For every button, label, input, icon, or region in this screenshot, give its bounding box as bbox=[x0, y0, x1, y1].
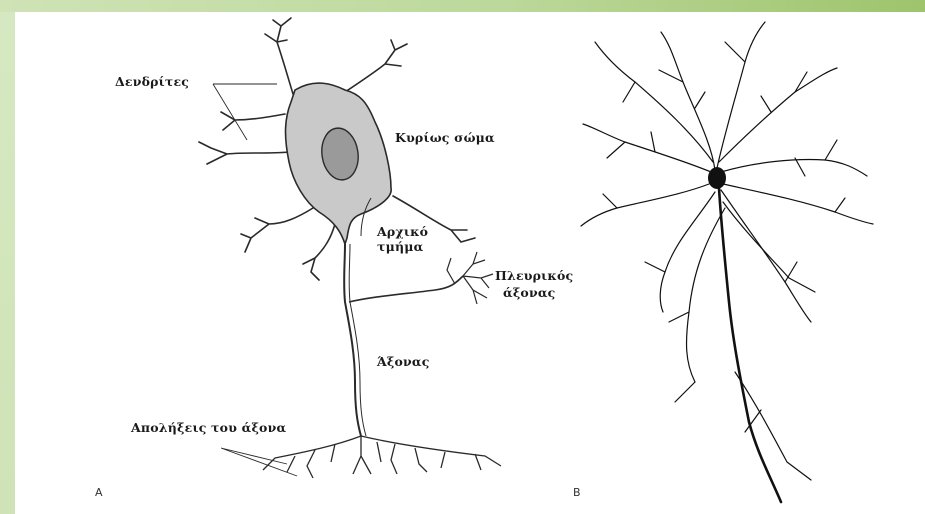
collateral-terminals bbox=[447, 252, 493, 304]
label-axon-terminals: Απολήξεις του άξονα bbox=[131, 420, 286, 435]
basal-dendrite-1 bbox=[581, 184, 709, 226]
label-cell-body: Κυρίως σώμα bbox=[395, 130, 495, 145]
label-collateral-line1: Πλευρικός bbox=[495, 268, 573, 283]
terminal-mid bbox=[353, 436, 381, 474]
terminal-main-right bbox=[361, 436, 501, 474]
basal-dendrite-2 bbox=[723, 184, 873, 224]
dendrite-left-lower bbox=[241, 208, 313, 252]
apical-dendrite-6 bbox=[721, 160, 867, 177]
terminal-main-left bbox=[263, 436, 361, 478]
apical-dendrite-1 bbox=[661, 32, 715, 170]
axon-collateral bbox=[349, 276, 463, 302]
dendrite-left-upper bbox=[221, 112, 285, 130]
basal-dendrite-4 bbox=[721, 190, 811, 322]
apical-dendrite-4 bbox=[719, 68, 837, 162]
axon bbox=[344, 244, 361, 436]
panel-letter-a: A bbox=[95, 486, 103, 499]
dendrite-left-mid bbox=[199, 142, 290, 164]
left-accent-bar bbox=[0, 12, 15, 514]
basal-dendrite-3 bbox=[660, 192, 715, 312]
panel-b-neuron-drawing bbox=[575, 12, 915, 514]
cell-body-b bbox=[708, 167, 726, 189]
dendrite-bottom-left bbox=[303, 224, 335, 280]
label-dendrites: Δενδρίτες bbox=[115, 74, 189, 89]
dendrite-top bbox=[265, 18, 293, 94]
top-accent-bar bbox=[0, 0, 925, 12]
apical-dendrite-5 bbox=[583, 124, 711, 172]
pointer-terminals bbox=[221, 448, 297, 476]
figure-stage: Δενδρίτες Κυρίως σώμα Αρχικό τμήμα Πλευρ… bbox=[15, 12, 925, 514]
apical-dendrite-2 bbox=[717, 22, 765, 168]
label-initial-segment-line1: Αρχικό bbox=[377, 224, 428, 239]
panel-a-neuron-diagram bbox=[15, 12, 555, 514]
panel-letter-b: B bbox=[573, 486, 581, 499]
label-initial-segment-line2: τμήμα bbox=[377, 239, 423, 254]
label-axon: Άξονας bbox=[377, 354, 430, 369]
label-collateral-line2: άξονας bbox=[503, 285, 555, 300]
dendrite-top-right bbox=[345, 40, 407, 92]
branch-1 bbox=[603, 42, 845, 212]
